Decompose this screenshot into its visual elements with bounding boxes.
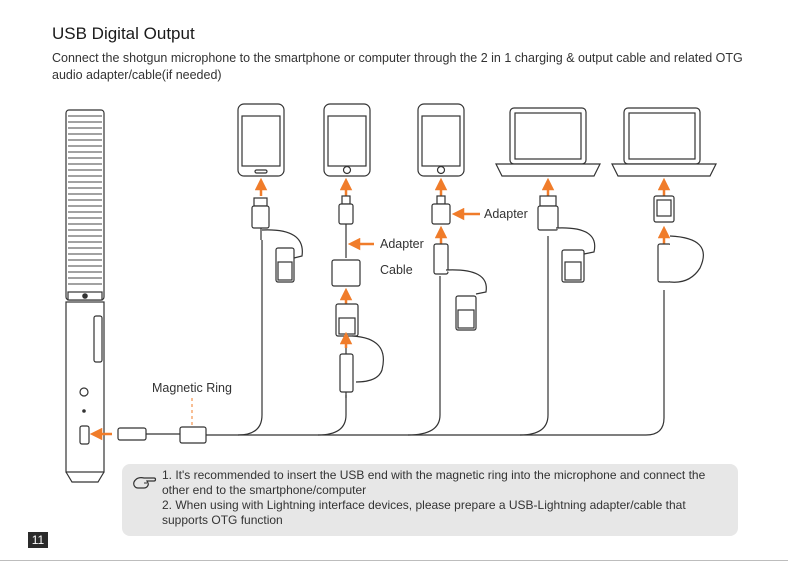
adapter-cable-label-2: Cable — [380, 263, 413, 277]
note-line-1: 1. It's recommended to insert the USB en… — [162, 468, 706, 482]
adapter-cable-label-1: Adapter — [380, 237, 424, 251]
adapter-label: Adapter — [484, 207, 528, 221]
footer-rule — [0, 560, 788, 561]
magnetic-ring — [179, 426, 207, 444]
laptop-2 — [611, 107, 717, 177]
note-line-3: 2. When using with Lightning interface d… — [162, 498, 686, 512]
smartphone-2 — [323, 103, 371, 177]
laptop-1 — [495, 107, 601, 177]
smartphone-3 — [417, 103, 465, 177]
notes-box: 1. It's recommended to insert the USB en… — [122, 464, 738, 536]
notes-text: 1. It's recommended to insert the USB en… — [162, 468, 728, 528]
shotgun-microphone — [65, 109, 105, 483]
note-line-2: other end to the smartphone/computer — [162, 483, 367, 497]
smartphone-1 — [237, 103, 285, 177]
pointing-hand-icon — [133, 477, 157, 489]
page-title: USB Digital Output — [52, 24, 195, 43]
page-number: 11 — [28, 532, 48, 548]
intro-text: Connect the shotgun microphone to the sm… — [52, 51, 743, 82]
magnetic-ring-label: Magnetic Ring — [152, 381, 232, 395]
cable-plug — [117, 426, 207, 444]
note-line-4: supports OTG function — [162, 513, 283, 527]
